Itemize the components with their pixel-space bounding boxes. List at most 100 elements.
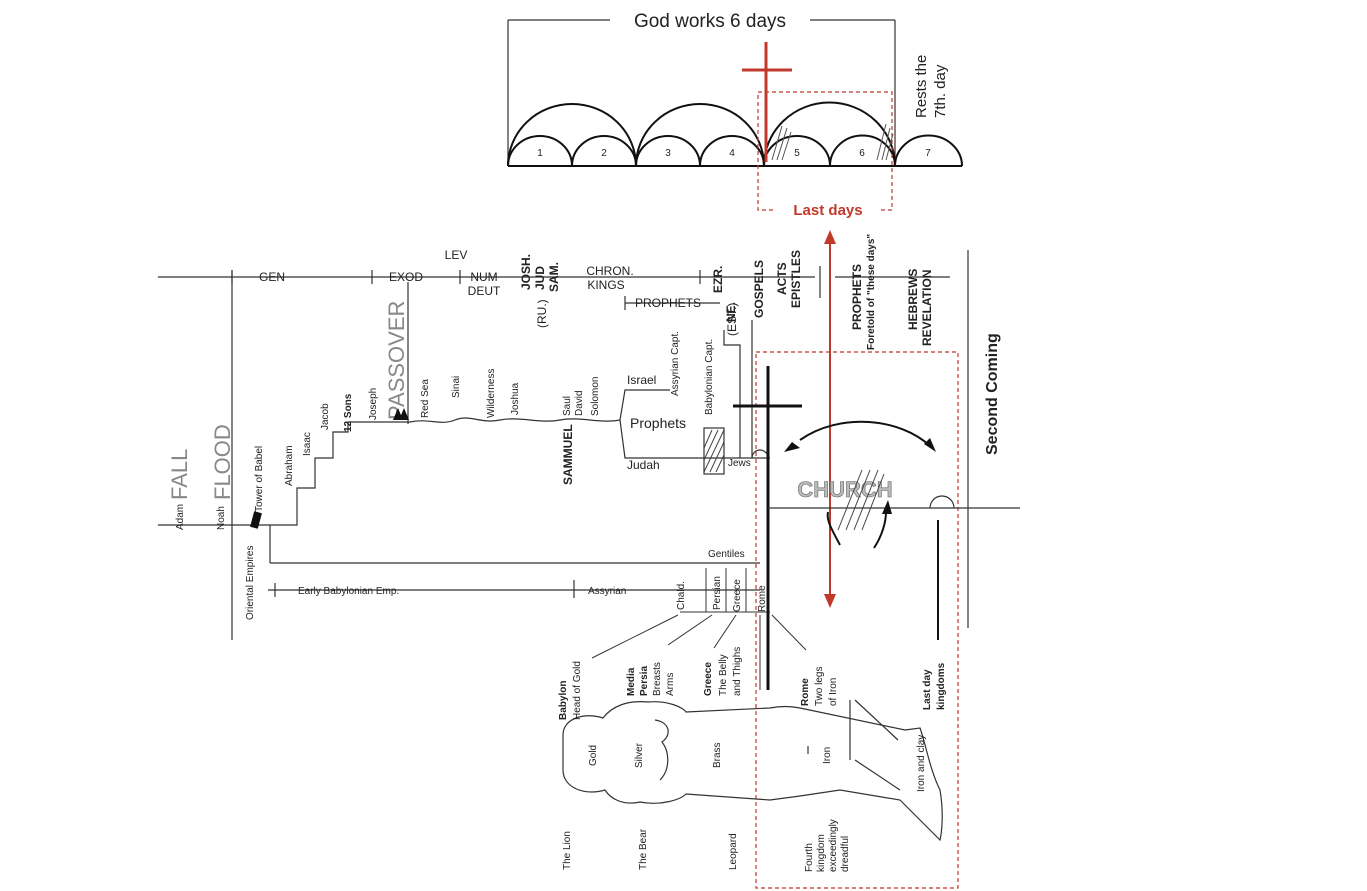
book-lev: LEV — [445, 248, 468, 262]
day-number-2: 2 — [601, 148, 607, 159]
label-flood: FLOOD — [210, 424, 235, 500]
label-fall: FALL — [167, 449, 192, 500]
label-babel: Tower of Babel — [254, 446, 265, 512]
day-number-3: 3 — [665, 148, 671, 159]
big-arc-3 — [763, 101, 896, 167]
statue-arms: Arms — [665, 673, 676, 696]
last-days-arrow — [824, 230, 836, 608]
books-timeline: GEN EXOD LEV NUM DEUT JOSH. JUD SAM. (RU… — [158, 234, 950, 350]
book-gospels: GOSPELS — [752, 260, 766, 318]
statue-thighs: and Thighs — [732, 647, 743, 696]
label-jacob: Jacob — [320, 403, 331, 430]
beast-lion: The Lion — [562, 831, 573, 870]
label-abraham: Abraham — [284, 445, 295, 486]
small-arc-3 — [635, 135, 701, 167]
label-babylonian-capt: Babylonian Capt. — [704, 339, 715, 415]
small-arc-6 — [829, 134, 896, 167]
big-arc-1 — [507, 103, 637, 167]
label-chald: Chald. — [676, 581, 687, 610]
label-jews: Jews — [728, 458, 751, 469]
book-num: NUM — [470, 270, 497, 284]
label-persian: Persian — [712, 576, 723, 610]
day-number-7: 7 — [925, 148, 931, 159]
label-sammuel: SAMMUEL — [561, 424, 575, 485]
label-saul: Saul — [562, 396, 573, 416]
statue-persia: Persia — [639, 666, 650, 696]
statue-iron: Iron — [822, 747, 833, 764]
empires-section: Oriental Empires Early Babylonian Emp. A… — [245, 546, 807, 690]
book-est: (EST.) — [725, 303, 739, 336]
label-gentiles: Gentiles — [708, 549, 745, 560]
label-noah: Noah — [216, 506, 227, 530]
small-arc-1 — [507, 135, 573, 167]
day-number-4: 4 — [729, 148, 735, 159]
book-exod: EXOD — [389, 270, 423, 284]
book-ezr: EZR. — [711, 266, 725, 293]
day-number-6: 6 — [859, 148, 865, 159]
header-text: God works 6 days — [634, 11, 786, 32]
book-prophets-nt: PROPHETS — [850, 264, 864, 330]
beast-fourth: Fourth — [804, 843, 815, 872]
statue-silver: Silver — [634, 742, 645, 768]
statue-media: Media — [626, 667, 637, 696]
day-number-1: 1 — [537, 148, 543, 159]
label-church: CHURCH — [797, 477, 892, 502]
label-assyrian-capt: Assyrian Capt. — [670, 331, 681, 396]
label-oriental-1: Oriental Empires — [245, 546, 256, 620]
beast-bear: The Bear — [638, 828, 649, 870]
cross-icon — [742, 42, 792, 162]
book-acts: ACTS — [775, 262, 789, 295]
label-assyrian: Assyrian — [588, 586, 626, 597]
statue-babylon: Babylon — [558, 681, 569, 720]
book-josh: JOSH. — [519, 254, 533, 290]
history-section: FALL Adam FLOOD Noah Tower of Babel Abra… — [158, 270, 770, 640]
book-chron: CHRON. — [586, 264, 633, 278]
label-solomon: Solomon — [590, 377, 601, 416]
book-epistles: EPISTLES — [789, 250, 803, 308]
book-prophets: PROPHETS — [635, 296, 701, 310]
statue-last-day: Last day — [922, 669, 933, 710]
book-deut: DEUT — [468, 284, 501, 298]
book-hebrews: HEBREWS — [906, 269, 920, 330]
statue-legs: Two legs — [814, 667, 825, 706]
small-arc-4 — [699, 135, 765, 167]
book-revelation: REVELATION — [920, 270, 934, 346]
day-number-5: 5 — [794, 148, 800, 159]
label-joshua: Joshua — [510, 382, 521, 415]
beast-kingdom: kingdom — [816, 834, 827, 872]
label-sinai: Sinai — [451, 376, 462, 398]
label-joseph: Joseph — [368, 388, 379, 420]
label-rome-emp: Rome — [757, 585, 768, 612]
rest-line-2: 7th. day — [932, 64, 949, 118]
label-david: David — [574, 390, 585, 416]
label-adam: Adam — [175, 504, 186, 530]
seven-days-section: God works 6 days 1 2 3 4 5 6 7 — [507, 11, 963, 220]
label-12-sons: 12 Sons — [343, 393, 354, 432]
small-arc-2 — [571, 135, 637, 167]
book-gen: GEN — [259, 270, 285, 284]
label-red-sea: Red Sea — [420, 379, 431, 418]
small-arc-7 — [894, 134, 963, 167]
book-sam: SAM. — [547, 262, 561, 292]
book-foretold: Foretold of "these days" — [866, 234, 877, 350]
statue-section: Babylon Head of Gold Media Persia Breast… — [558, 647, 947, 872]
church-era-box — [755, 351, 959, 889]
book-ne: NE. — [724, 302, 738, 322]
last-days-label: Last days — [793, 202, 862, 219]
statue-kingdoms: kingdoms — [936, 662, 947, 710]
statue-head: Head of Gold — [572, 661, 583, 720]
church-section: CHURCH Second Coming — [733, 230, 1020, 889]
book-kings: KINGS — [587, 278, 624, 292]
statue-outline — [562, 701, 943, 842]
label-isaac: Isaac — [302, 432, 313, 456]
label-wilderness: Wilderness — [486, 369, 497, 418]
rest-line-1: Rests the — [913, 55, 930, 118]
label-judah: Judah — [627, 458, 660, 472]
statue-iron-clay: Iron and clay — [916, 735, 927, 792]
beast-exceedingly: exceedingly — [828, 819, 839, 872]
beast-leopard: Leopard — [728, 833, 739, 870]
label-second-coming: Second Coming — [984, 333, 1001, 455]
statue-gold: Gold — [588, 745, 599, 766]
statue-greece: Greece — [703, 662, 714, 696]
